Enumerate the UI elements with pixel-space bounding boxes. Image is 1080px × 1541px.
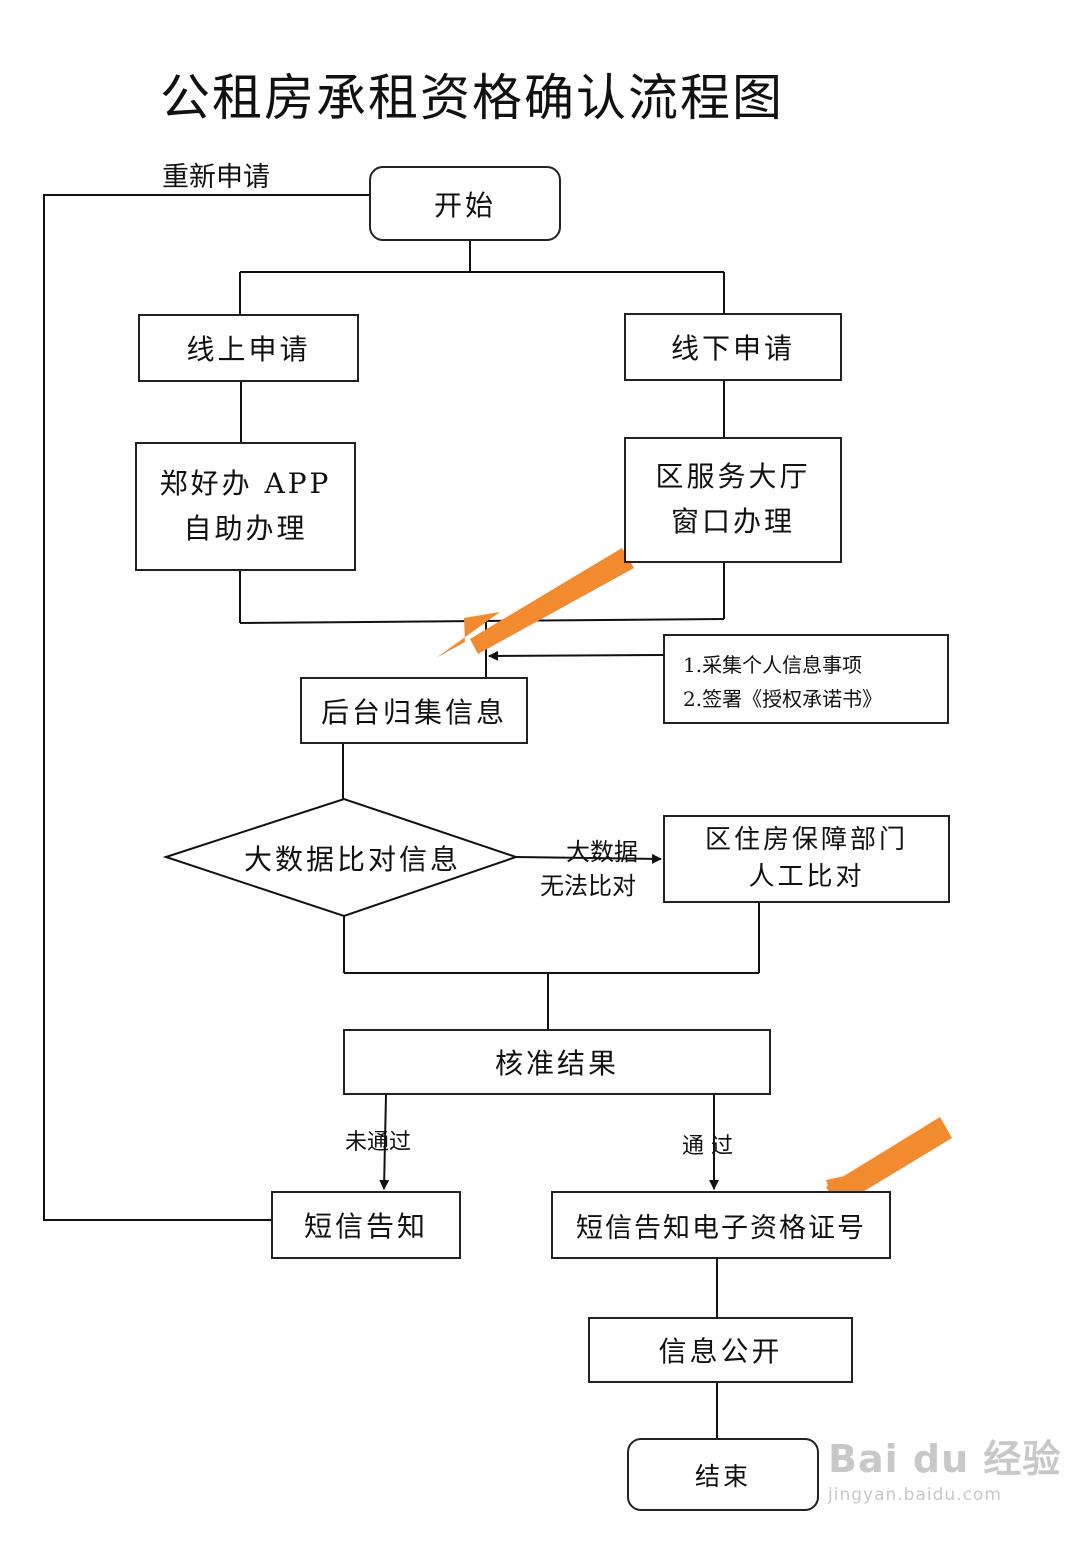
bigdata-fail-label-2: 无法比对: [540, 872, 636, 900]
manual-compare-node: 区住房保障部门 人工比对: [663, 815, 950, 903]
bigdata-compare-node: 大数据比对信息: [244, 843, 462, 876]
arrow-not-passed: [379, 1094, 390, 1190]
not-passed-label: 未通过: [345, 1130, 412, 1155]
connector-reapply-loop: [43, 194, 369, 1221]
highlight-arrow-shaft-2: [826, 1117, 952, 1207]
approve-result-node: 核准结果: [343, 1029, 771, 1095]
manual-line-1: 区住房保障部门: [704, 825, 908, 856]
hall-line-2: 窗口办理: [670, 505, 795, 538]
watermark-main: Bai du 经验: [828, 1437, 1062, 1481]
app-self-service-node: 郑好办 APP 自助办理: [135, 442, 356, 571]
start-node: 开始: [369, 166, 561, 241]
highlight-arrow-head-1: [436, 612, 500, 658]
highlight-arrow-shaft-1: [470, 548, 634, 654]
arrow-bigdata-to-manual: [515, 853, 662, 864]
manual-line-2: 人工比对: [748, 862, 865, 892]
passed-label: 通 过: [682, 1134, 733, 1159]
publish-info-node: 信息公开: [588, 1317, 853, 1383]
watermark-sub: jingyan.baidu.com: [828, 1485, 1002, 1505]
offline-apply-node: 线下申请: [624, 313, 842, 381]
baidu-watermark: Bai du 经验 jingyan.baidu.com: [828, 1428, 1061, 1505]
bigdata-fail-label-1: 大数据: [566, 838, 638, 866]
sms-fail-node: 短信告知: [271, 1191, 461, 1259]
reapply-label: 重新申请: [162, 162, 270, 193]
collect-requirements-note: 1.采集个人信息事项 2.签署《授权承诺书》: [663, 634, 949, 724]
hall-line-1: 区服务大厅: [655, 460, 811, 494]
collect-info-node: 后台归集信息: [300, 677, 528, 744]
sms-pass-node: 短信告知电子资格证号: [551, 1191, 891, 1259]
page-title: 公租房承租资格确认流程图: [160, 69, 784, 127]
note-line-2: 2.签署《授权承诺书》: [683, 687, 883, 711]
bigdata-diamond-shape: [162, 797, 520, 918]
service-hall-node: 区服务大厅 窗口办理: [624, 437, 842, 563]
note-line-1: 1.采集个人信息事项: [683, 653, 863, 677]
app-line-1: 郑好办 APP: [159, 466, 332, 500]
online-apply-node: 线上申请: [138, 314, 359, 382]
app-line-2: 自助办理: [183, 511, 308, 545]
arrow-note-to-collect: [488, 650, 664, 661]
end-node: 结束: [627, 1438, 819, 1511]
